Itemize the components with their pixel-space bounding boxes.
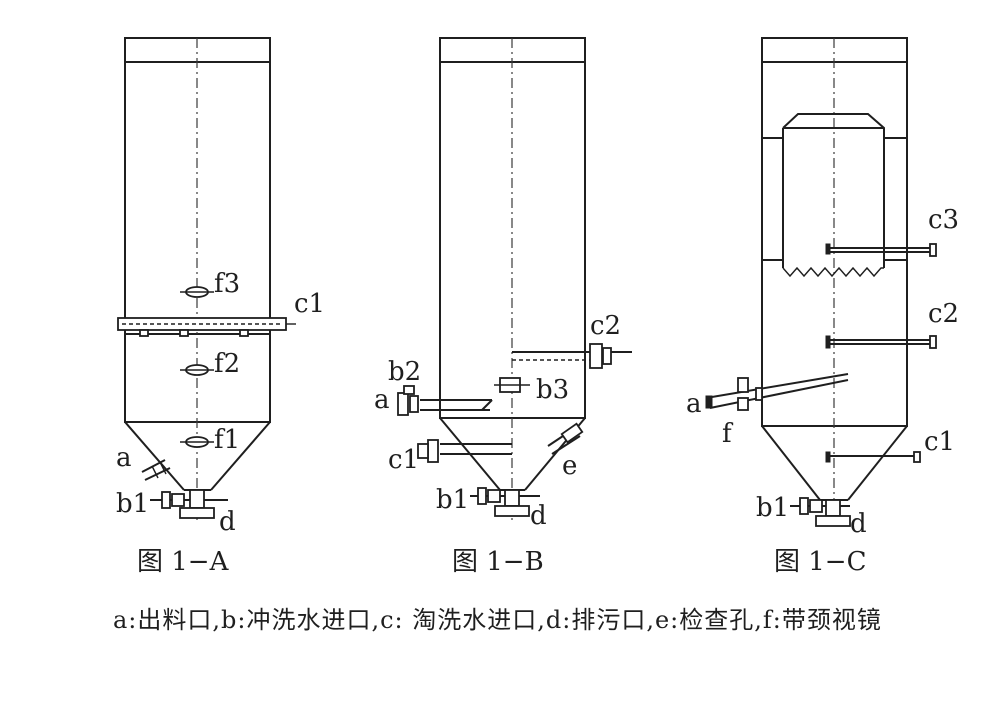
label-b1: b1 [116, 489, 149, 519]
caption-1b: 图 1−B [452, 547, 544, 577]
flush-inlet-b3 [494, 377, 530, 393]
vessel-diagrams: f3 c1 f2 f1 a b1 d 图 1−A [116, 37, 959, 577]
label-c2: c2 [590, 311, 621, 341]
inner-cylinder [762, 113, 907, 278]
label-b1: b1 [756, 493, 789, 523]
sight-glass-f3 [180, 286, 214, 298]
label-a: a [116, 443, 132, 473]
sight-glass-f1 [180, 436, 214, 448]
drain-d [815, 499, 851, 527]
label-c1: c1 [924, 427, 955, 457]
sight-glass-f2 [180, 364, 214, 376]
label-c1: c1 [388, 445, 419, 475]
drain-d [179, 489, 215, 519]
label-b1: b1 [436, 485, 469, 515]
label-b2: b2 [388, 357, 421, 387]
caption-1a: 图 1−A [137, 547, 230, 577]
figure-1b: c2 b2 a b3 c1 e b1 d 图 1−B [374, 37, 632, 577]
outlet-a-with-sight-glass-f [705, 373, 849, 411]
label-b3: b3 [536, 375, 569, 405]
label-a: a [686, 389, 702, 419]
figure-1c: c3 c2 a f c1 b1 d 图 1−C [686, 37, 959, 577]
label-e: e [562, 451, 577, 481]
figure-1a: f3 c1 f2 f1 a b1 d 图 1−A [116, 37, 325, 577]
label-f3: f3 [214, 269, 240, 299]
label-f1: f1 [214, 425, 240, 455]
label-c1: c1 [294, 289, 325, 319]
flush-inlet-b1 [150, 491, 228, 509]
label-f: f [722, 419, 734, 449]
inspection-hole-e [547, 422, 584, 455]
wash-inlet-c1 [417, 439, 512, 463]
label-d: d [850, 509, 867, 539]
label-c2: c2 [928, 299, 959, 329]
label-d: d [530, 501, 547, 531]
outlet-nozzle-a [141, 459, 171, 481]
drain-d [494, 489, 530, 517]
label-c3: c3 [928, 205, 959, 235]
wash-inlet-c1 [825, 451, 921, 463]
vessel-body [761, 37, 908, 525]
flange-ring-c1 [117, 317, 296, 337]
caption-1c: 图 1−C [774, 547, 867, 577]
label-f2: f2 [214, 349, 240, 379]
label-d: d [219, 507, 236, 537]
wash-inlet-c2 [512, 343, 632, 369]
wash-inlet-c3 [825, 243, 937, 257]
label-a: a [374, 385, 390, 415]
legend-text: a:出料口,b:冲洗水进口,c: 淘洗水进口,d:排污口,e:检查孔,f:带颈视… [113, 606, 882, 634]
wash-inlet-c2 [825, 335, 937, 349]
outlet-a-with-b2 [397, 385, 493, 416]
